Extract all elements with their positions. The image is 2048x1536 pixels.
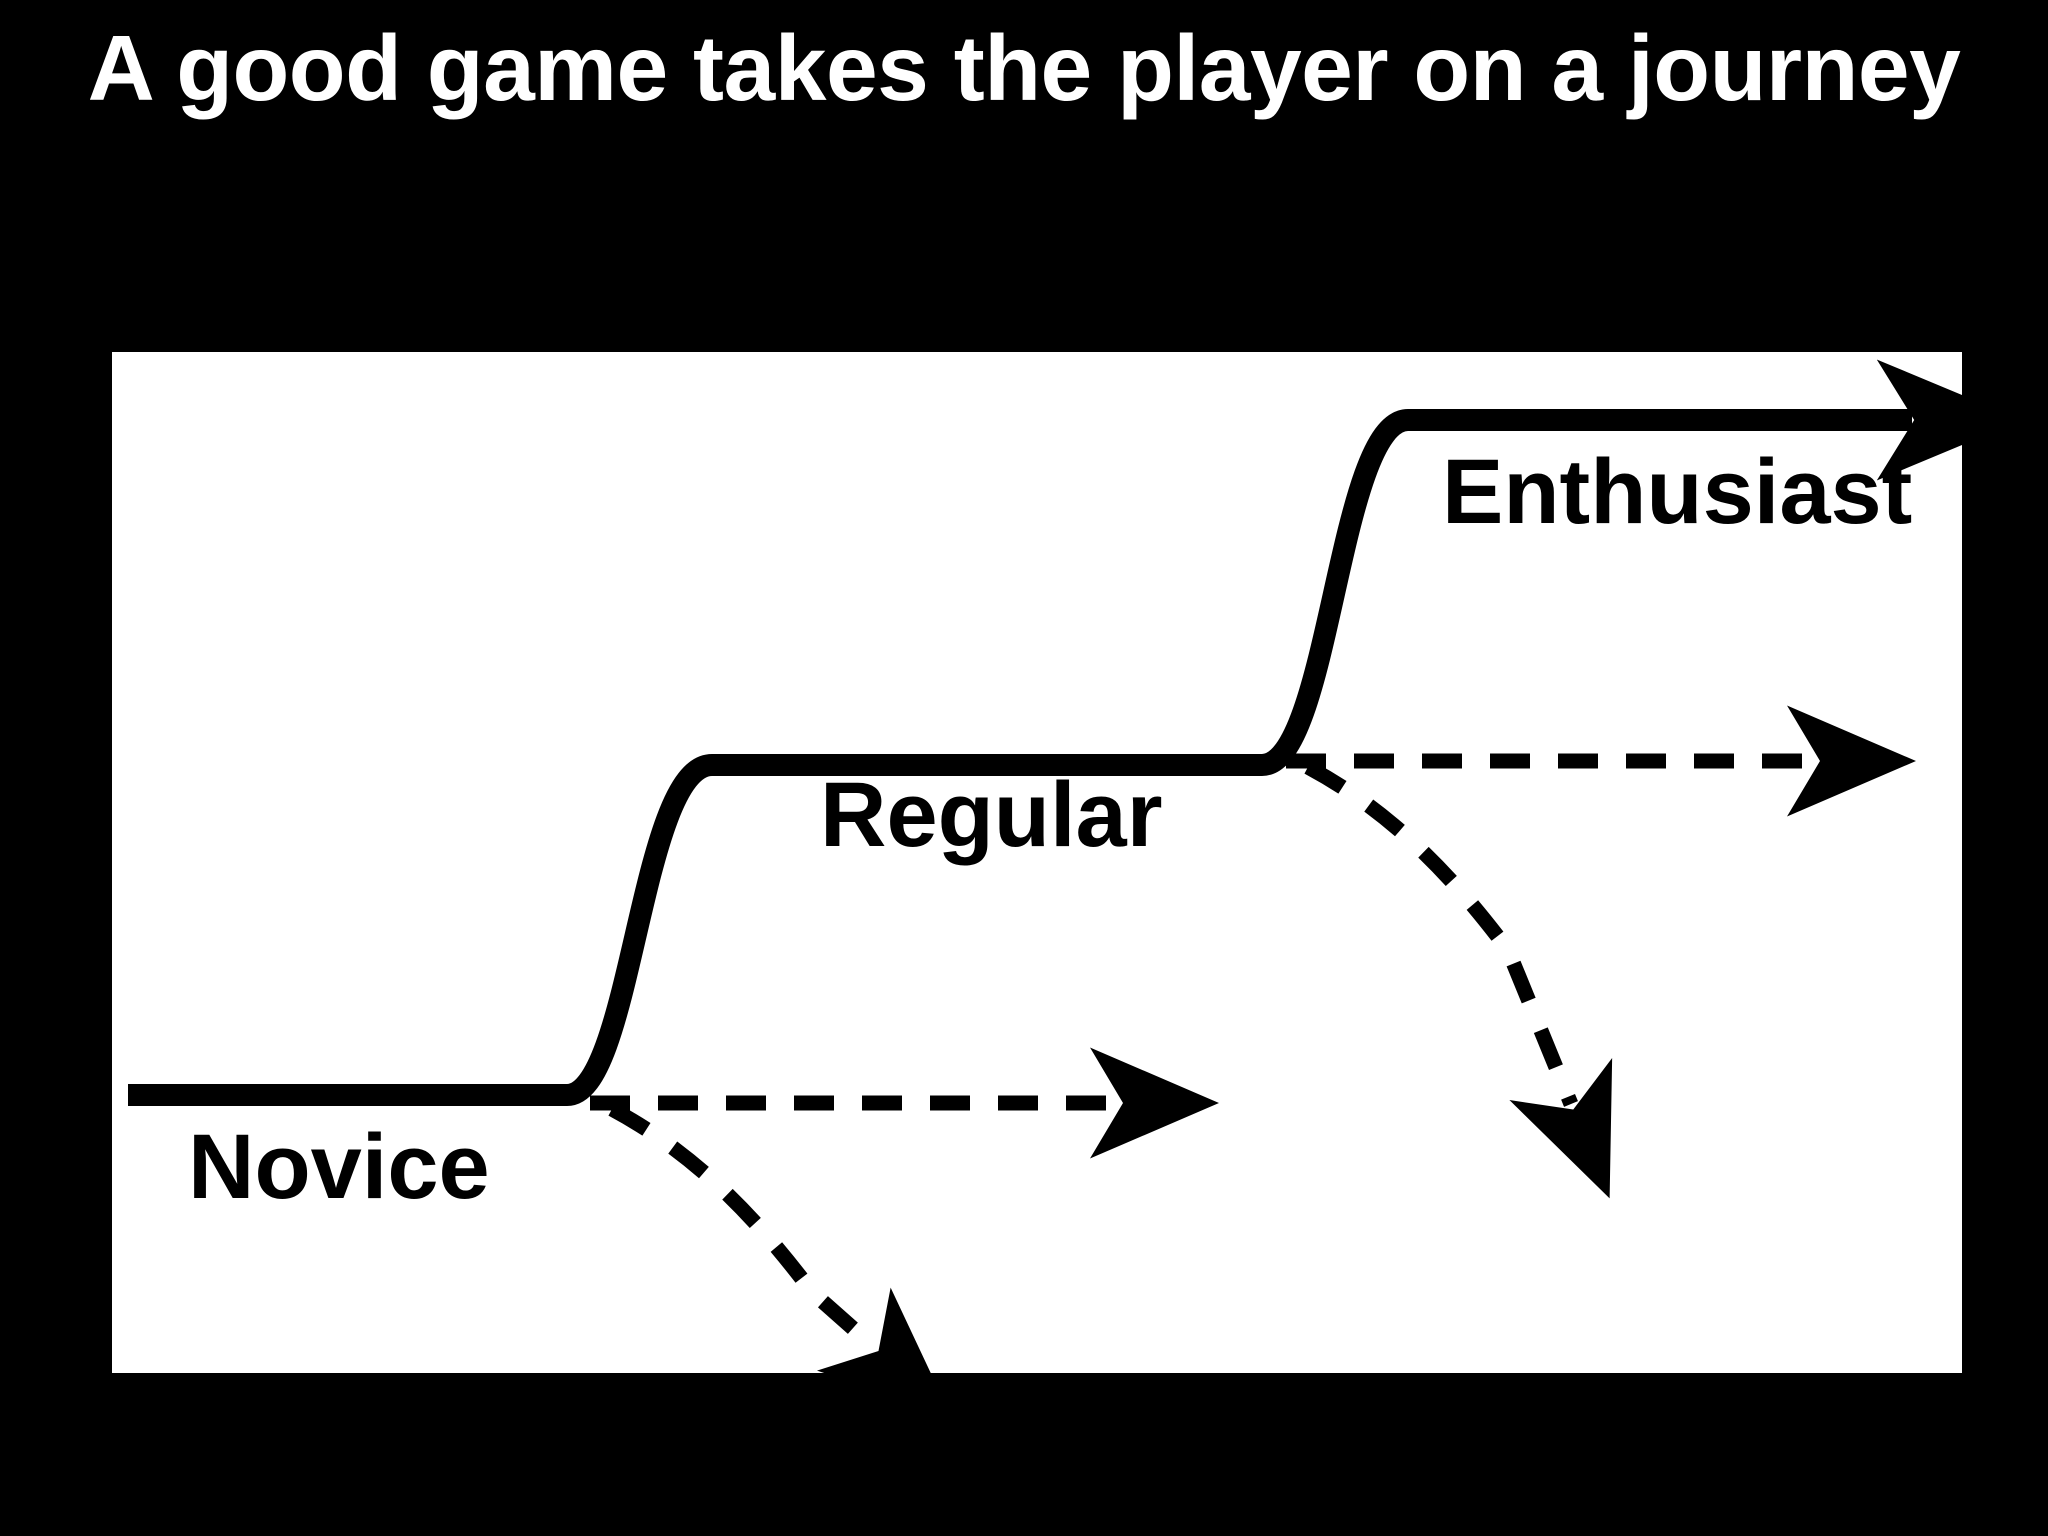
page-title: A good game takes the player on a journe… xyxy=(87,16,1961,120)
stage-label-enthusiast: Enthusiast xyxy=(1442,441,1913,543)
diagram-panel: Novice Regular Enthusiast xyxy=(112,352,1962,1373)
stage-label-novice: Novice xyxy=(188,1116,490,1218)
stage-label-regular: Regular xyxy=(820,764,1163,866)
solid-progression-curve xyxy=(128,359,1962,1106)
dashed-branch-novice-falling xyxy=(608,1102,951,1373)
player-journey-chart xyxy=(128,359,1962,1373)
dashed-branch-regular-falling xyxy=(1304,760,1613,1199)
